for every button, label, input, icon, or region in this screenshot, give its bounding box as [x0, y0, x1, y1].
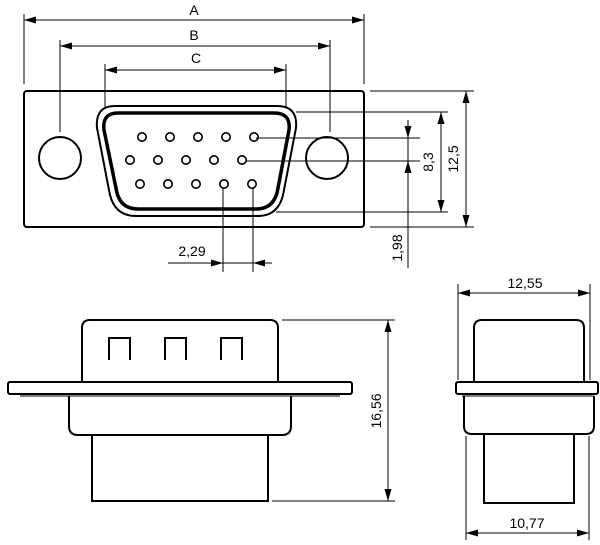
upper-shell-short — [473, 319, 585, 388]
side-view-long — [7, 319, 353, 502]
front-view — [23, 90, 365, 228]
side-short-dimensions: 12,55 10,77 — [457, 275, 591, 540]
front-dimension-labels: A B C 2,29 1,98 8,3 12,5 — [178, 2, 461, 262]
shell-outer — [95, 105, 298, 217]
pin-contact — [137, 132, 148, 143]
dimension-c-label: C — [191, 50, 201, 66]
pin-slot-right — [220, 337, 243, 360]
pin-contact — [163, 179, 174, 190]
pin-contact — [153, 155, 164, 166]
mid-collar-long — [68, 396, 292, 436]
pin-contact — [247, 179, 258, 190]
pin-contact — [249, 132, 260, 143]
mounting-hole-left — [38, 136, 82, 180]
side-top-width-label: 12,55 — [507, 275, 542, 291]
pin-contact — [221, 132, 232, 143]
pin-contact — [219, 179, 230, 190]
lower-body-short — [483, 434, 575, 504]
flange-short — [455, 381, 599, 395]
flange-height-label: 12,5 — [445, 145, 461, 172]
pin-contact — [125, 155, 136, 166]
dimension-a-label: A — [189, 2, 199, 18]
front-extension-lines — [23, 14, 474, 272]
side-bottom-width-label: 10,77 — [509, 515, 544, 531]
pin-array — [125, 132, 260, 190]
pin-contact — [193, 132, 204, 143]
lower-body-long — [91, 435, 269, 502]
pin-contact — [209, 155, 220, 166]
pin-slot-left — [108, 337, 131, 360]
side-long-dimension: 16,56 — [272, 319, 395, 502]
side-view-short — [455, 319, 599, 504]
shell-inner — [102, 111, 291, 211]
pin-contact — [237, 155, 248, 166]
row-pitch-label: 1,98 — [389, 234, 405, 261]
pin-contact — [181, 155, 192, 166]
body-depth-label: 16,56 — [368, 393, 384, 428]
pin-contact — [135, 179, 146, 190]
mid-collar-short — [463, 396, 595, 435]
pin-contact — [191, 179, 202, 190]
shell-height-label: 8,3 — [420, 152, 436, 172]
pin-contact — [165, 132, 176, 143]
mounting-hole-right — [305, 136, 349, 180]
front-dimension-lines — [24, 16, 470, 268]
pin-slot-middle — [164, 337, 187, 360]
dimension-b-label: B — [189, 27, 198, 43]
flange-long — [7, 381, 353, 395]
pin-pitch-label: 2,29 — [178, 243, 205, 259]
